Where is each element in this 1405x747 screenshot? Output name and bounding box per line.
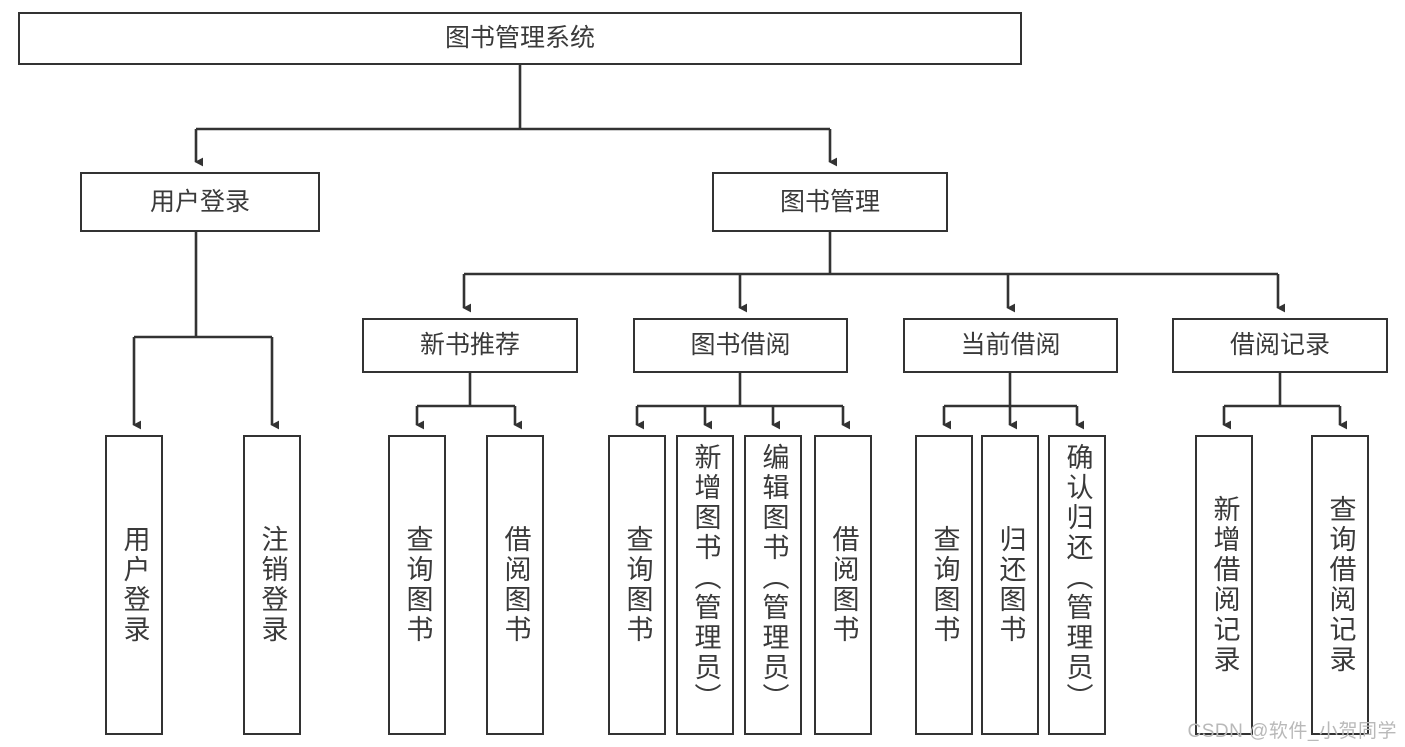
node-label: 用户登录 [149, 187, 250, 216]
node-label: 图书管理 [779, 187, 880, 216]
leaf-query-book-recommend[interactable]: 查询图书 [388, 435, 446, 735]
node-user-login[interactable]: 用户登录 [80, 172, 320, 232]
leaf-edit-book-admin[interactable]: 编辑图书（管理员） [744, 435, 802, 735]
node-label: 查询图书 [402, 525, 433, 645]
node-label: 用户登录 [119, 525, 150, 645]
node-borrow-record[interactable]: 借阅记录 [1172, 318, 1388, 373]
node-label: 当前借阅 [960, 331, 1061, 360]
node-label: 注销登录 [257, 525, 288, 645]
node-label: 查询图书 [929, 525, 960, 645]
node-label: 图书借阅 [690, 331, 791, 360]
node-label: 确认归还（管理员） [1062, 443, 1093, 713]
leaf-query-book-current[interactable]: 查询图书 [915, 435, 973, 735]
watermark-text: CSDN @软件_小贺同学 [1187, 721, 1397, 742]
leaf-user-login[interactable]: 用户登录 [105, 435, 163, 735]
node-label: 查询图书 [622, 525, 653, 645]
node-current-borrow[interactable]: 当前借阅 [903, 318, 1118, 373]
leaf-query-book-borrow[interactable]: 查询图书 [608, 435, 666, 735]
node-book-management[interactable]: 图书管理 [712, 172, 948, 232]
leaf-logout[interactable]: 注销登录 [243, 435, 301, 735]
node-book-borrow[interactable]: 图书借阅 [633, 318, 848, 373]
node-label: 归还图书 [995, 525, 1026, 645]
node-label: 编辑图书（管理员） [758, 443, 789, 713]
node-label: 借阅记录 [1229, 331, 1330, 360]
node-label: 新增借阅记录 [1209, 495, 1240, 675]
leaf-query-borrow-record[interactable]: 查询借阅记录 [1311, 435, 1369, 735]
leaf-confirm-return-admin[interactable]: 确认归还（管理员） [1048, 435, 1106, 735]
node-root-system[interactable]: 图书管理系统 [18, 12, 1022, 65]
node-label: 图书管理系统 [444, 24, 595, 53]
node-label: 借阅图书 [828, 525, 859, 645]
node-new-book-recommend[interactable]: 新书推荐 [362, 318, 578, 373]
leaf-return-book[interactable]: 归还图书 [981, 435, 1039, 735]
leaf-borrow-book[interactable]: 借阅图书 [814, 435, 872, 735]
node-label: 借阅图书 [500, 525, 531, 645]
node-label: 新增图书（管理员） [690, 443, 721, 713]
node-label: 查询借阅记录 [1325, 495, 1356, 675]
leaf-add-borrow-record[interactable]: 新增借阅记录 [1195, 435, 1253, 735]
leaf-borrow-book-recommend[interactable]: 借阅图书 [486, 435, 544, 735]
node-label: 新书推荐 [419, 331, 520, 360]
leaf-add-book-admin[interactable]: 新增图书（管理员） [676, 435, 734, 735]
